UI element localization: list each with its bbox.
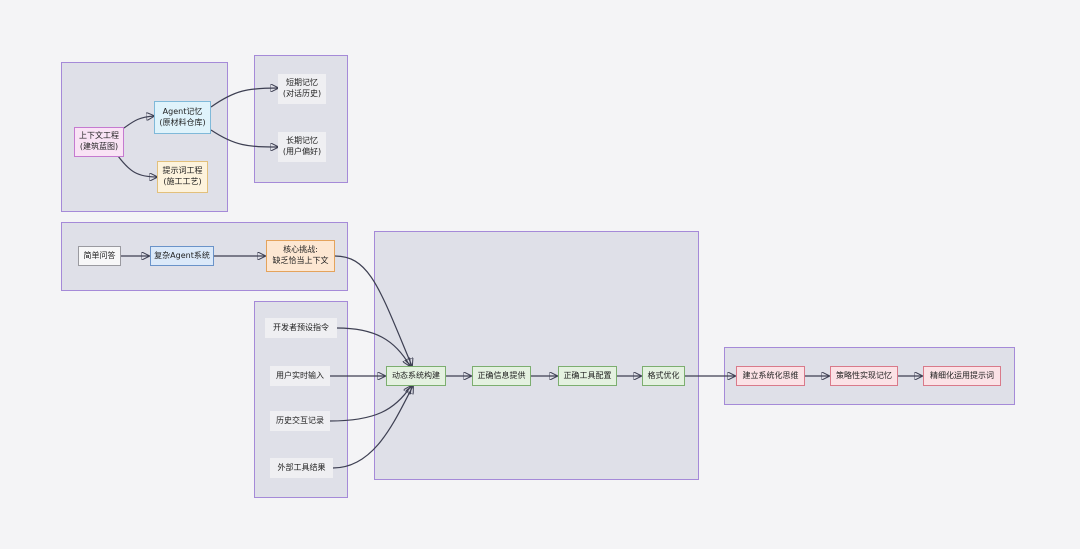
node-complex-agent[interactable]: 复杂Agent系统 [150,246,214,266]
node-dynamic-build[interactable]: 动态系统构建 [386,366,446,386]
node-format-opt[interactable]: 格式优化 [642,366,685,386]
node-dev-instructions[interactable]: 开发者预设指令 [265,318,337,338]
node-correct-info[interactable]: 正确信息提供 [472,366,531,386]
node-user-input[interactable]: 用户实时输入 [270,366,330,386]
node-core-challenge[interactable]: 核心挑战: 缺乏恰当上下文 [266,240,335,272]
node-long-term-memory[interactable]: 长期记忆 (用户偏好) [278,132,326,162]
node-prompt-engineering[interactable]: 提示词工程 (施工工艺) [157,161,208,193]
node-strategic-memory[interactable]: 策略性实现记忆 [830,366,898,386]
node-tool-results[interactable]: 外部工具结果 [270,458,333,478]
node-correct-tools[interactable]: 正确工具配置 [558,366,617,386]
node-agent-memory[interactable]: Agent记忆 (原材料仓库) [154,101,211,134]
node-system-thinking[interactable]: 建立系统化思维 [736,366,805,386]
node-context-engineering[interactable]: 上下文工程 (建筑蓝图) [74,127,124,157]
node-simple-qa[interactable]: 简单问答 [78,246,121,266]
node-history[interactable]: 历史交互记录 [270,411,330,431]
node-short-term-memory[interactable]: 短期记忆 (对话历史) [278,74,326,104]
node-fine-prompt[interactable]: 精细化运用提示词 [923,366,1001,386]
cluster-dynamic-system [374,231,699,480]
